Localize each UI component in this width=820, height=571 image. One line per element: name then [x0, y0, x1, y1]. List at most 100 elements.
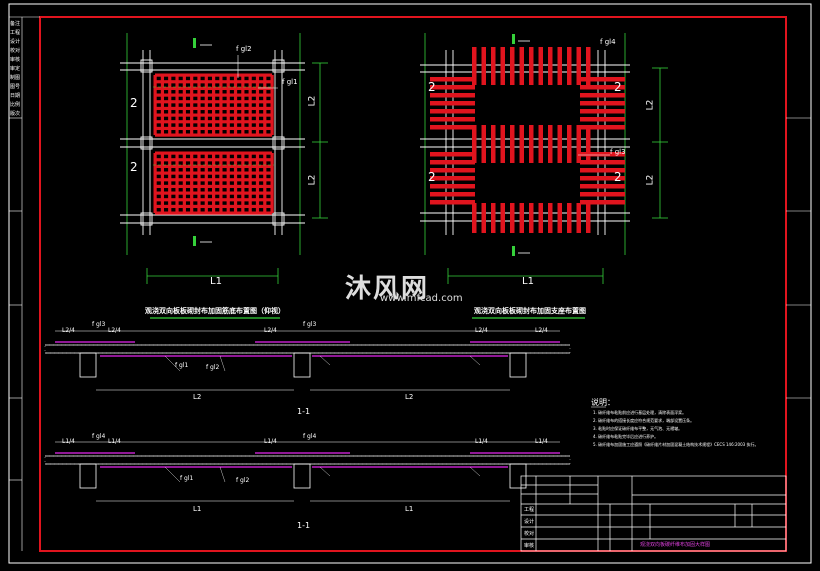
left-plan — [120, 33, 328, 284]
left-column-item: 比例 — [10, 102, 21, 108]
cfrp-strip — [586, 125, 591, 163]
left-column-item: 版次 — [10, 111, 21, 117]
left-column-item: 日期 — [10, 93, 21, 99]
cfrp-strip — [472, 203, 477, 233]
cfrp-strip — [567, 203, 572, 233]
watermark-logo: 沐风网 — [345, 274, 430, 304]
right-plan — [420, 33, 668, 284]
left-label-fgl1: f gl1 — [282, 78, 298, 86]
cfrp-strip — [548, 125, 553, 163]
cfrp-strip — [430, 184, 475, 189]
cfrp-strip — [580, 152, 625, 157]
left-column-item: 设计 — [10, 39, 21, 45]
cfrp-strip — [481, 47, 486, 85]
cfrp-strip — [430, 152, 475, 157]
cfrp-strip — [557, 203, 562, 233]
cfrp-strip — [510, 125, 515, 163]
section-bottom-l1-left: L1 — [193, 505, 202, 513]
cfrp-strip — [580, 184, 625, 189]
section-top-l2-left: L2 — [193, 393, 202, 401]
cfrp-strip — [430, 176, 475, 181]
left-label-fgl2: f gl2 — [236, 45, 252, 53]
sec2-fgl4-b: f gl4 — [303, 433, 317, 440]
cfrp-strip — [576, 203, 581, 233]
sec1-fgl2: f gl2 — [206, 364, 220, 371]
cfrp-strip — [430, 200, 475, 205]
sec1-fgl3: f gl3 — [92, 321, 106, 328]
cfrp-strip — [500, 125, 505, 163]
sections — [44, 330, 571, 502]
right-dim-l1: L1 — [522, 276, 534, 287]
slab-section — [44, 330, 571, 391]
cfrp-strip — [430, 125, 475, 130]
right-label-fgl3: f gl3 — [610, 148, 626, 156]
cfrp-strip — [586, 47, 591, 85]
right-plan-title: 观浇双向板板砌封布加固支座布置图 — [474, 307, 586, 315]
left-dim-l2-bottom: L2 — [307, 174, 318, 186]
tb-row-4: 审核 — [524, 543, 535, 549]
sec2-l14-c: L1/4 — [264, 438, 277, 445]
sec2-l14-a: L1/4 — [62, 438, 75, 445]
left-column — [9, 16, 40, 551]
cfrp-strip — [576, 47, 581, 85]
sec1-l24-d: L2/4 — [475, 327, 488, 334]
cfrp-strip — [580, 77, 625, 82]
cfrp-strip — [538, 203, 543, 233]
cfrp-strip — [472, 47, 477, 85]
sec2-l14-d: L1/4 — [475, 438, 488, 445]
cfrp-strip — [548, 203, 553, 233]
cfrp-strip — [586, 203, 591, 233]
cfrp-strip — [580, 93, 625, 98]
cfrp-strip — [580, 176, 625, 181]
tb-row-3: 校对 — [524, 531, 535, 537]
cfrp-strip — [472, 125, 477, 163]
cfrp-strip — [430, 93, 475, 98]
left-dim-l1: L1 — [210, 276, 222, 287]
note-line-2: 2. 碳纤维布的搭接长度应符合规范要求，端部设置压条。 — [593, 418, 695, 423]
right-label-fgl4: f gl4 — [600, 38, 616, 46]
cfrp-strip — [567, 47, 572, 85]
left-column-item: 审定 — [10, 66, 21, 72]
left-column-item: 审核 — [10, 57, 21, 63]
cfrp-strip — [580, 125, 625, 130]
tb-row-2: 设计 — [524, 519, 535, 525]
note-line-4: 4. 碳纤维布粘贴完毕后应进行养护。 — [593, 434, 659, 439]
left-plan-title: 观浇双向板板砌封布加固筋底布置图（仰视） — [145, 307, 285, 315]
left-dim-l2-top: L2 — [307, 95, 318, 107]
cfrp-strip — [580, 101, 625, 106]
left-column-item: 制图 — [10, 75, 21, 81]
note-line-5: 5. 碳纤维布加固施工应遵照《碳纤维片材加固混凝土结构技术规程》CECS 146… — [593, 442, 759, 447]
left-column-item: 图号 — [10, 84, 21, 90]
cfrp-strip — [529, 203, 534, 233]
cfrp-strip — [510, 203, 515, 233]
sec2-l14-b: L1/4 — [108, 438, 121, 445]
cfrp-strip — [557, 47, 562, 85]
cfrp-strip — [430, 117, 475, 122]
inner-frame — [39, 16, 787, 552]
cfrp-strip — [500, 47, 505, 85]
cfrp-strip — [580, 85, 625, 90]
cfrp-strip — [580, 200, 625, 205]
right-dim-l2-top: L2 — [645, 99, 656, 111]
cfrp-strip — [430, 85, 475, 90]
cfrp-strip — [491, 203, 496, 233]
cfrp-strip — [538, 47, 543, 85]
cfrp-strip — [580, 109, 625, 114]
section-label-top: 1-1 — [297, 407, 311, 416]
tb-row-1: 工程 — [524, 507, 535, 513]
sec2-l14-e: L1/4 — [535, 438, 548, 445]
cfrp-grid-panel — [153, 151, 274, 215]
sec1-fgl1: f gl1 — [175, 362, 189, 369]
left-section-mark-1: 2 — [130, 96, 138, 110]
sec1-l24-b: L2/4 — [108, 327, 121, 334]
cfrp-strip — [430, 160, 475, 165]
sec2-fgl4: f gl4 — [92, 433, 106, 440]
cfrp-strip — [580, 117, 625, 122]
title-block-drawing-name: 观浇双向板碳纤维布加固大样图 — [640, 542, 711, 548]
right-section-mark-1: 2 — [428, 80, 436, 94]
title-block — [520, 475, 787, 552]
outer-frame — [8, 3, 812, 564]
cfrp-grid-panel — [153, 73, 274, 137]
cfrp-strip — [491, 125, 496, 163]
